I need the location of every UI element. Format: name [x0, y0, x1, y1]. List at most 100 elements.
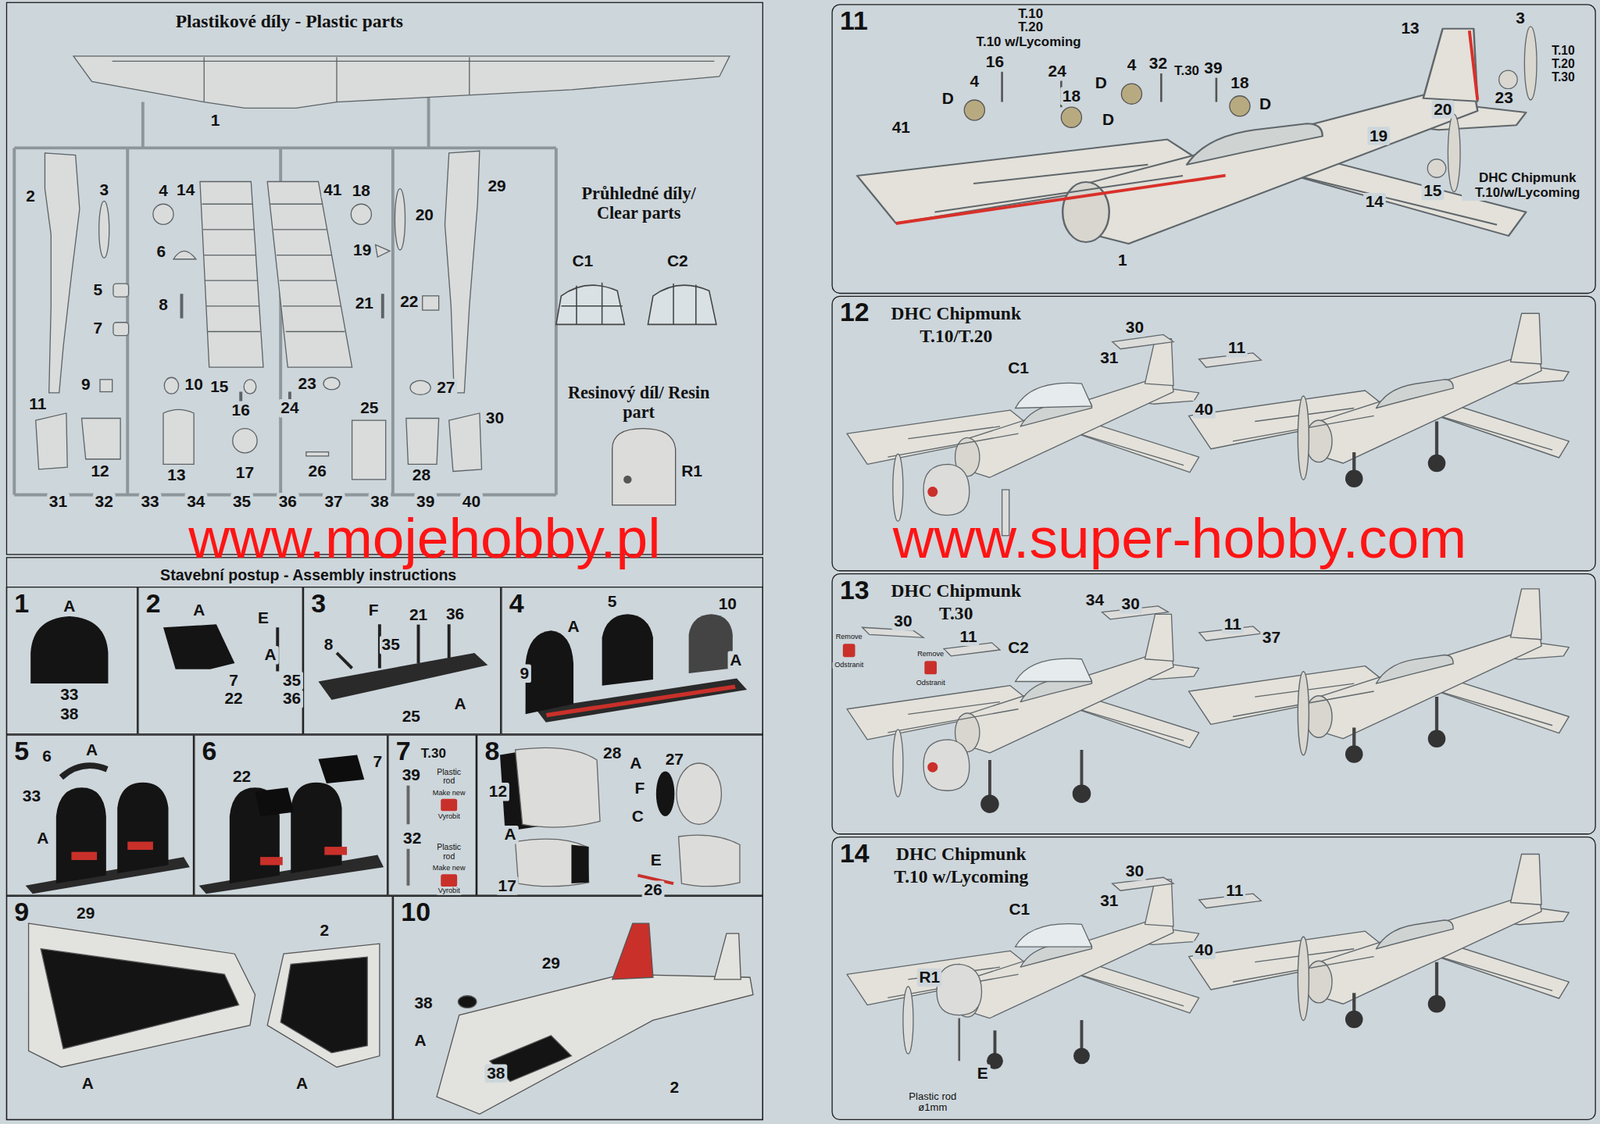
step-panel: 11 — [831, 3, 1596, 294]
callout-number: 5 — [605, 592, 619, 611]
step-title: DHC Chipmunk T.30 — [879, 580, 1033, 625]
callout-number: 29 — [74, 903, 97, 922]
callout-number: 18 — [350, 182, 372, 200]
callout-number: 9 — [517, 664, 532, 683]
callout-number: 29 — [485, 176, 508, 195]
callout-number: 17 — [496, 876, 518, 895]
step-number: 14 — [839, 839, 870, 868]
step-panel: 14DHC Chipmunk T.10 w/Lycoming — [831, 836, 1596, 1121]
callout-number: E — [648, 851, 664, 870]
callout-number: 15 — [1421, 182, 1444, 200]
step-panel: 7T.30 — [387, 734, 477, 896]
callout-number: 19 — [350, 241, 373, 260]
callout-number: D — [1257, 95, 1273, 114]
callout-number: 12 — [89, 462, 111, 481]
callout-number: 38 — [485, 1064, 508, 1083]
callout-number: 39 — [1202, 59, 1225, 78]
callout-number: A — [79, 1075, 96, 1093]
callout-number: 20 — [413, 206, 436, 225]
callout-number: 30 — [1119, 595, 1142, 614]
step-panel: 9 — [6, 896, 393, 1121]
callout-number: 14 — [1363, 192, 1386, 211]
callout-number: 32 — [92, 492, 115, 511]
callout-number: 32 — [1146, 53, 1169, 72]
callout-number: F — [632, 779, 647, 798]
note-text: DHC Chipmunk T.10/w/Lycoming — [1461, 171, 1593, 200]
step-number: 12 — [839, 299, 870, 328]
callout-number: 30 — [1123, 318, 1146, 337]
step-title: DHC Chipmunk T.10/T.20 — [879, 303, 1033, 347]
callout-number: 2 — [24, 186, 38, 205]
callout-number: 11 — [957, 628, 979, 647]
callout-number: 39 — [414, 492, 436, 511]
step-panel: 12 DHC Chipmunk T.10/T.20 — [831, 296, 1596, 572]
callout-number: 16 — [229, 401, 252, 420]
callout-number: 21 — [407, 606, 429, 625]
callout-number: 41 — [889, 118, 912, 137]
note-text: Plastic rod — [428, 768, 470, 787]
callout-number: R1 — [679, 462, 705, 481]
step-number: 5 — [14, 737, 29, 766]
callout-number: 38 — [412, 993, 435, 1012]
callout-number: 33 — [139, 492, 161, 511]
step-number: 7 — [396, 737, 411, 766]
callout-number: 10 — [716, 595, 739, 614]
step-panel: 10 — [392, 896, 764, 1121]
note-text: T.30 — [1550, 71, 1578, 85]
callout-number: 16 — [983, 53, 1006, 72]
callout-number: 11 — [27, 395, 49, 414]
note-text: Remove — [915, 650, 947, 658]
callout-number: 21 — [353, 293, 375, 312]
callout-number: 36 — [280, 689, 303, 708]
callout-number: 8 — [157, 296, 171, 315]
callout-number: A — [61, 596, 78, 615]
callout-number: 27 — [663, 750, 686, 768]
callout-number: 4 — [1125, 56, 1139, 75]
assembly-panel: Stavební postup - Assembly instructions 1… — [6, 557, 764, 1121]
note-text: Odstranit — [914, 678, 947, 687]
callout-number: 25 — [400, 707, 422, 725]
callout-number: 1 — [1115, 251, 1129, 270]
callout-number: D — [1100, 110, 1116, 129]
callout-number: 26 — [306, 462, 329, 481]
callout-number: C1 — [1006, 359, 1032, 378]
callout-number: C — [629, 807, 646, 825]
callout-number: 17 — [233, 463, 256, 482]
callout-number: 37 — [1260, 628, 1283, 647]
callout-number: 40 — [1192, 941, 1215, 960]
callout-number: 22 — [230, 767, 253, 786]
callout-number: R1 — [917, 968, 943, 987]
callout-number: 23 — [296, 375, 318, 393]
callout-number: 22 — [222, 689, 245, 708]
callout-number: 30 — [483, 409, 506, 428]
section-heading: Resinový díl/ Resin part — [560, 384, 718, 423]
callout-number: 14 — [174, 180, 197, 199]
step-panel: 3 — [303, 586, 501, 735]
callout-number: 2 — [317, 921, 332, 940]
callout-number: 7 — [371, 753, 385, 772]
callout-number: 13 — [165, 466, 188, 485]
note-text: T.10 — [1016, 7, 1046, 22]
callout-number: 4 — [157, 182, 171, 200]
callout-number: 37 — [322, 492, 345, 511]
step-panel: 1 — [6, 586, 138, 735]
step-number: 2 — [146, 589, 161, 618]
note-text: Plastic rod — [428, 843, 470, 862]
callout-number: A — [412, 1032, 429, 1050]
callout-number: A — [191, 601, 208, 620]
step-number: 10 — [400, 899, 431, 928]
note-text: Vyrobit — [435, 886, 462, 895]
step-panel: 6 — [193, 734, 388, 896]
panel-heading: Stavební postup - Assembly instructions — [160, 566, 457, 586]
callout-number: 6 — [154, 242, 168, 261]
step-panel: 2 — [137, 586, 304, 735]
callout-number: 11 — [1225, 339, 1247, 358]
step-panel: 4 — [500, 586, 764, 735]
note-text: Odstranit — [832, 661, 866, 670]
callout-number: 34 — [185, 492, 208, 511]
callout-number: 15 — [208, 378, 231, 397]
callout-number: 23 — [1492, 89, 1515, 108]
callout-number: 1 — [208, 111, 222, 130]
callout-number: E — [255, 609, 271, 628]
